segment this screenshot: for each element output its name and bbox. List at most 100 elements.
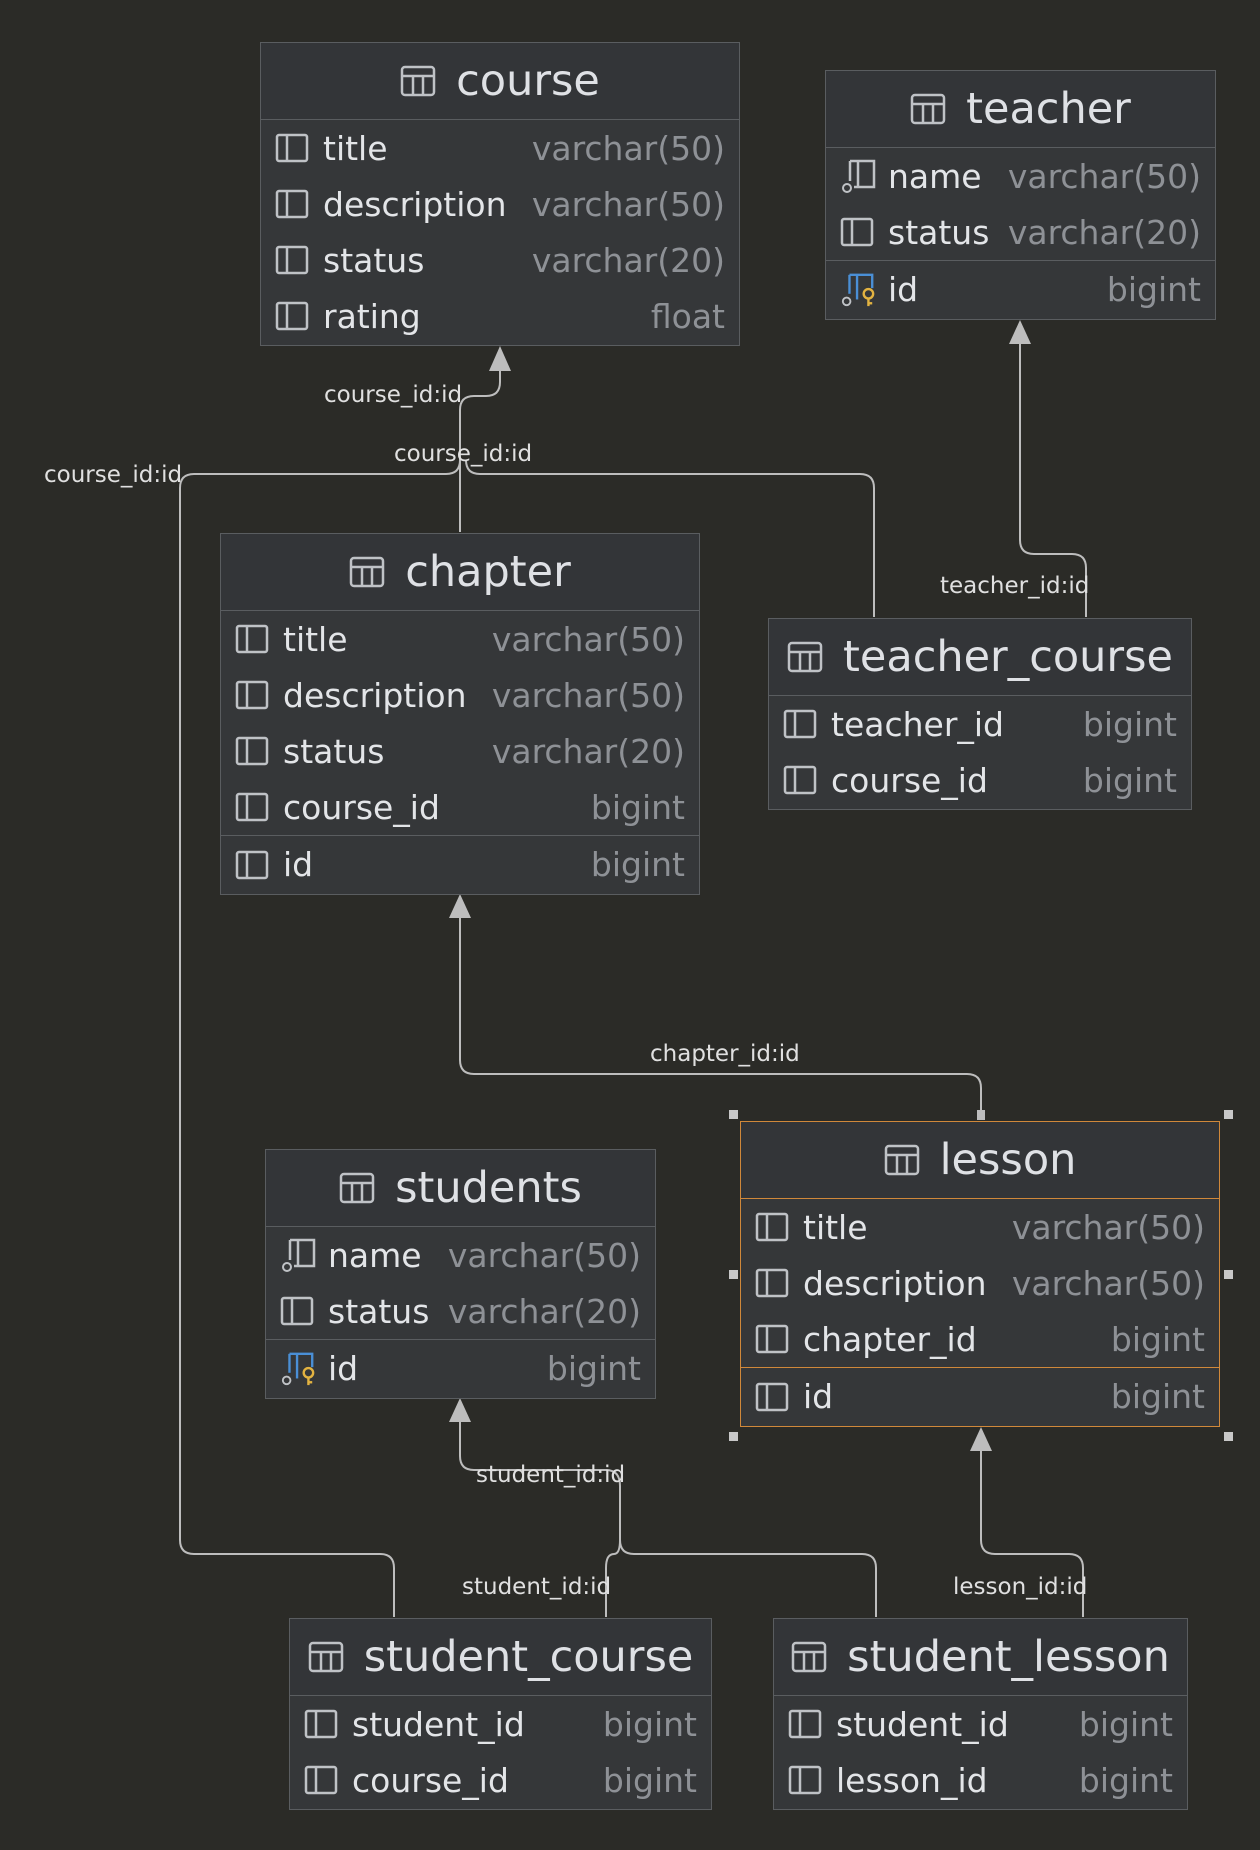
resize-handle-top-right[interactable] xyxy=(1224,1110,1233,1119)
arrowhead-teacher xyxy=(1009,320,1031,344)
indexed-column-icon xyxy=(840,158,876,194)
table-header[interactable]: course xyxy=(261,43,739,120)
edge-label-student-lesson-students: student_id:id xyxy=(476,1462,626,1488)
column-type: varchar(20) xyxy=(531,240,725,280)
column-name: description xyxy=(803,1263,987,1303)
resize-handle-bottom-left[interactable] xyxy=(729,1432,738,1441)
column-type: varchar(20) xyxy=(1007,212,1201,252)
table-header[interactable]: chapter xyxy=(221,534,699,611)
edge-student-lesson-students xyxy=(619,1539,877,1617)
column-name: id xyxy=(803,1377,834,1416)
resize-handle-bottom-right[interactable] xyxy=(1224,1432,1233,1441)
column-type: bigint xyxy=(1082,760,1177,800)
edge-label-student-course-students: student_id:id xyxy=(462,1574,612,1600)
arrowhead-course xyxy=(489,346,511,371)
table-title: students xyxy=(395,1163,582,1213)
column-icon xyxy=(304,1762,340,1798)
table-icon xyxy=(787,641,823,673)
column-type: bigint xyxy=(1082,704,1177,744)
column-row[interactable]: status varchar(20) xyxy=(826,204,1215,260)
edge-label-teacher-course-teacher: teacher_id:id xyxy=(940,573,1090,599)
column-icon xyxy=(788,1762,824,1798)
column-name: chapter_id xyxy=(803,1319,977,1359)
edge-chapter-course xyxy=(459,352,501,532)
resize-handle-top-left[interactable] xyxy=(729,1110,738,1119)
column-row[interactable]: chapter_id bigint xyxy=(741,1311,1219,1367)
column-type: varchar(50) xyxy=(1011,1263,1205,1303)
table-icon xyxy=(910,93,946,125)
table-title: teacher xyxy=(966,84,1131,134)
primary-key-row[interactable]: id bigint xyxy=(266,1339,655,1397)
column-icon xyxy=(275,298,311,334)
column-row[interactable]: description varchar(50) xyxy=(741,1255,1219,1311)
column-row[interactable]: student_id bigint xyxy=(774,1696,1187,1752)
table-icon xyxy=(791,1641,827,1673)
column-row[interactable]: teacher_id bigint xyxy=(769,696,1191,752)
table-title: student_course xyxy=(363,1632,694,1682)
column-icon xyxy=(783,762,819,798)
table-student-lesson[interactable]: student_lesson student_id bigint lesson_i… xyxy=(773,1618,1188,1810)
column-name: teacher_id xyxy=(831,704,1005,744)
column-icon xyxy=(235,847,271,883)
column-name: title xyxy=(323,128,388,168)
edge-label-lesson-chapter: chapter_id:id xyxy=(650,1041,800,1067)
column-name: id xyxy=(328,1349,359,1388)
column-name: status xyxy=(888,212,990,252)
primary-key-icon xyxy=(280,1351,316,1387)
column-icon xyxy=(235,677,271,713)
column-name: student_id xyxy=(352,1704,525,1744)
table-header[interactable]: student_course xyxy=(290,1619,711,1696)
resize-handle-mid-left[interactable] xyxy=(729,1270,738,1279)
table-header[interactable]: teacher_course xyxy=(769,619,1191,696)
resize-handle-mid-right[interactable] xyxy=(1224,1270,1233,1279)
column-type: bigint xyxy=(1078,1704,1173,1744)
column-type: bigint xyxy=(1110,1319,1205,1359)
table-header[interactable]: student_lesson xyxy=(774,1619,1187,1696)
indexed-column-icon xyxy=(280,1237,316,1273)
column-type: varchar(50) xyxy=(447,1235,641,1275)
table-header[interactable]: teacher xyxy=(826,71,1215,148)
column-name: status xyxy=(283,731,385,771)
primary-key-icon xyxy=(840,272,876,308)
column-name: rating xyxy=(323,296,421,336)
arrowhead-chapter xyxy=(449,894,471,918)
table-header[interactable]: lesson xyxy=(741,1122,1219,1199)
column-icon xyxy=(755,1209,791,1245)
column-icon xyxy=(783,706,819,742)
column-type: bigint xyxy=(546,1349,641,1388)
column-icon xyxy=(280,1293,316,1329)
column-icon xyxy=(755,1379,791,1415)
column-name: status xyxy=(328,1291,430,1331)
table-header[interactable]: students xyxy=(266,1150,655,1227)
column-type: bigint xyxy=(602,1760,697,1800)
column-type: varchar(50) xyxy=(491,675,685,715)
column-name: student_id xyxy=(836,1704,1009,1744)
